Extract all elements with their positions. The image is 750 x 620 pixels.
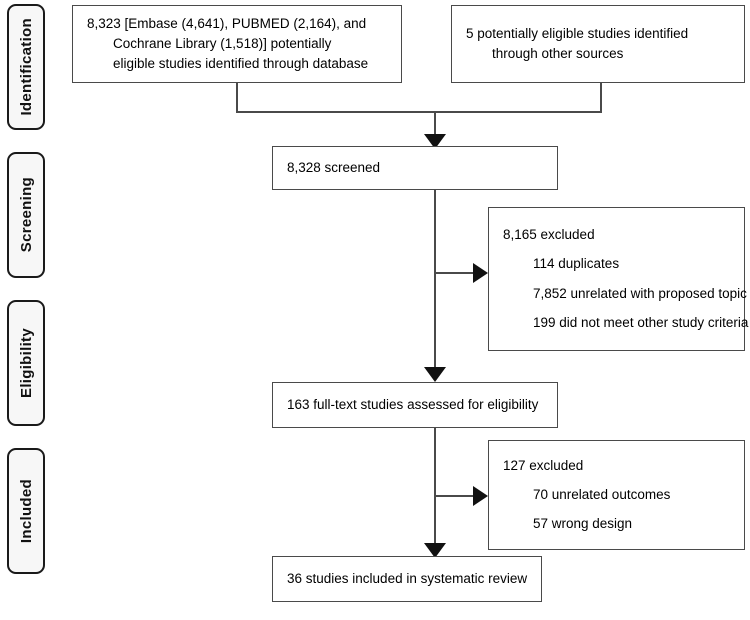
- box-screening-excluded-heading: 8,165 excluded: [503, 227, 595, 242]
- box-full-text-assessed: 163 full-text studies assessed for eligi…: [272, 382, 558, 428]
- box-screening-excluded-reason-2: 7,852 unrelated with proposed topic: [533, 285, 747, 301]
- stage-label-included: Included: [7, 448, 45, 574]
- box-database-records-line-2: Cochrane Library (1,518)] potentially: [113, 35, 332, 51]
- connector-branch-screening-excluded: [434, 272, 474, 274]
- box-included-studies: 36 studies included in systematic review: [272, 556, 542, 602]
- box-database-records-line-1: 8,323 [Embase (4,641), PUBMED (2,164), a…: [87, 15, 367, 31]
- arrow-into-included: [424, 543, 446, 558]
- box-screening-excluded-reason-3: 199 did not meet other study criteria: [533, 314, 749, 330]
- box-eligibility-excluded-reason-1: 70 unrelated outcomes: [533, 486, 671, 502]
- box-included-studies-line-1: 36 studies included in systematic review: [287, 570, 528, 586]
- box-other-sources-line-2: through other sources: [492, 46, 624, 61]
- box-eligibility-excluded: 127 excluded 70 unrelated outcomes 57 wr…: [488, 440, 745, 550]
- connector-fulltext-to-included: [434, 428, 436, 548]
- connector-merge-to-screened: [434, 111, 436, 141]
- box-database-records: 8,323 [Embase (4,641), PUBMED (2,164), a…: [72, 5, 402, 83]
- box-screening-excluded-reason-1: 114 duplicates: [533, 256, 620, 272]
- box-eligibility-excluded-reason-2: 57 wrong design: [533, 516, 633, 532]
- box-eligibility-excluded-heading: 127 excluded: [503, 457, 584, 473]
- connector-other-sources-drop: [600, 83, 602, 112]
- arrow-into-eligibility-excluded: [473, 486, 488, 506]
- stage-label-eligibility: Eligibility: [7, 300, 45, 426]
- stage-label-identification-text: Identification: [17, 18, 35, 116]
- box-database-records-line-3: eligible studies identified through data…: [113, 56, 369, 72]
- stage-label-eligibility-text: Eligibility: [17, 328, 35, 398]
- connector-screened-to-fulltext: [434, 190, 436, 372]
- stage-label-screening-text: Screening: [17, 177, 35, 253]
- stage-label-identification: Identification: [7, 4, 45, 130]
- box-other-sources: 5 potentially eligible studies identifie…: [451, 5, 745, 83]
- connector-merge-horizontal: [236, 111, 602, 113]
- box-other-sources-line-1: 5 potentially eligible studies identifie…: [466, 25, 689, 41]
- box-screened-line-1: 8,328 screened: [287, 159, 381, 175]
- box-full-text-assessed-line-1: 163 full-text studies assessed for eligi…: [287, 396, 539, 412]
- connector-branch-eligibility-excluded: [434, 495, 474, 497]
- arrow-into-screened: [424, 134, 446, 149]
- arrow-into-screening-excluded: [473, 263, 488, 283]
- box-screening-excluded: 8,165 excluded 114 duplicates 7,852 unre…: [488, 207, 749, 351]
- box-screened: 8,328 screened: [272, 146, 558, 190]
- connector-database-drop: [236, 83, 238, 112]
- arrow-into-fulltext: [424, 367, 446, 382]
- stage-label-screening: Screening: [7, 152, 45, 278]
- stage-label-included-text: Included: [17, 478, 35, 544]
